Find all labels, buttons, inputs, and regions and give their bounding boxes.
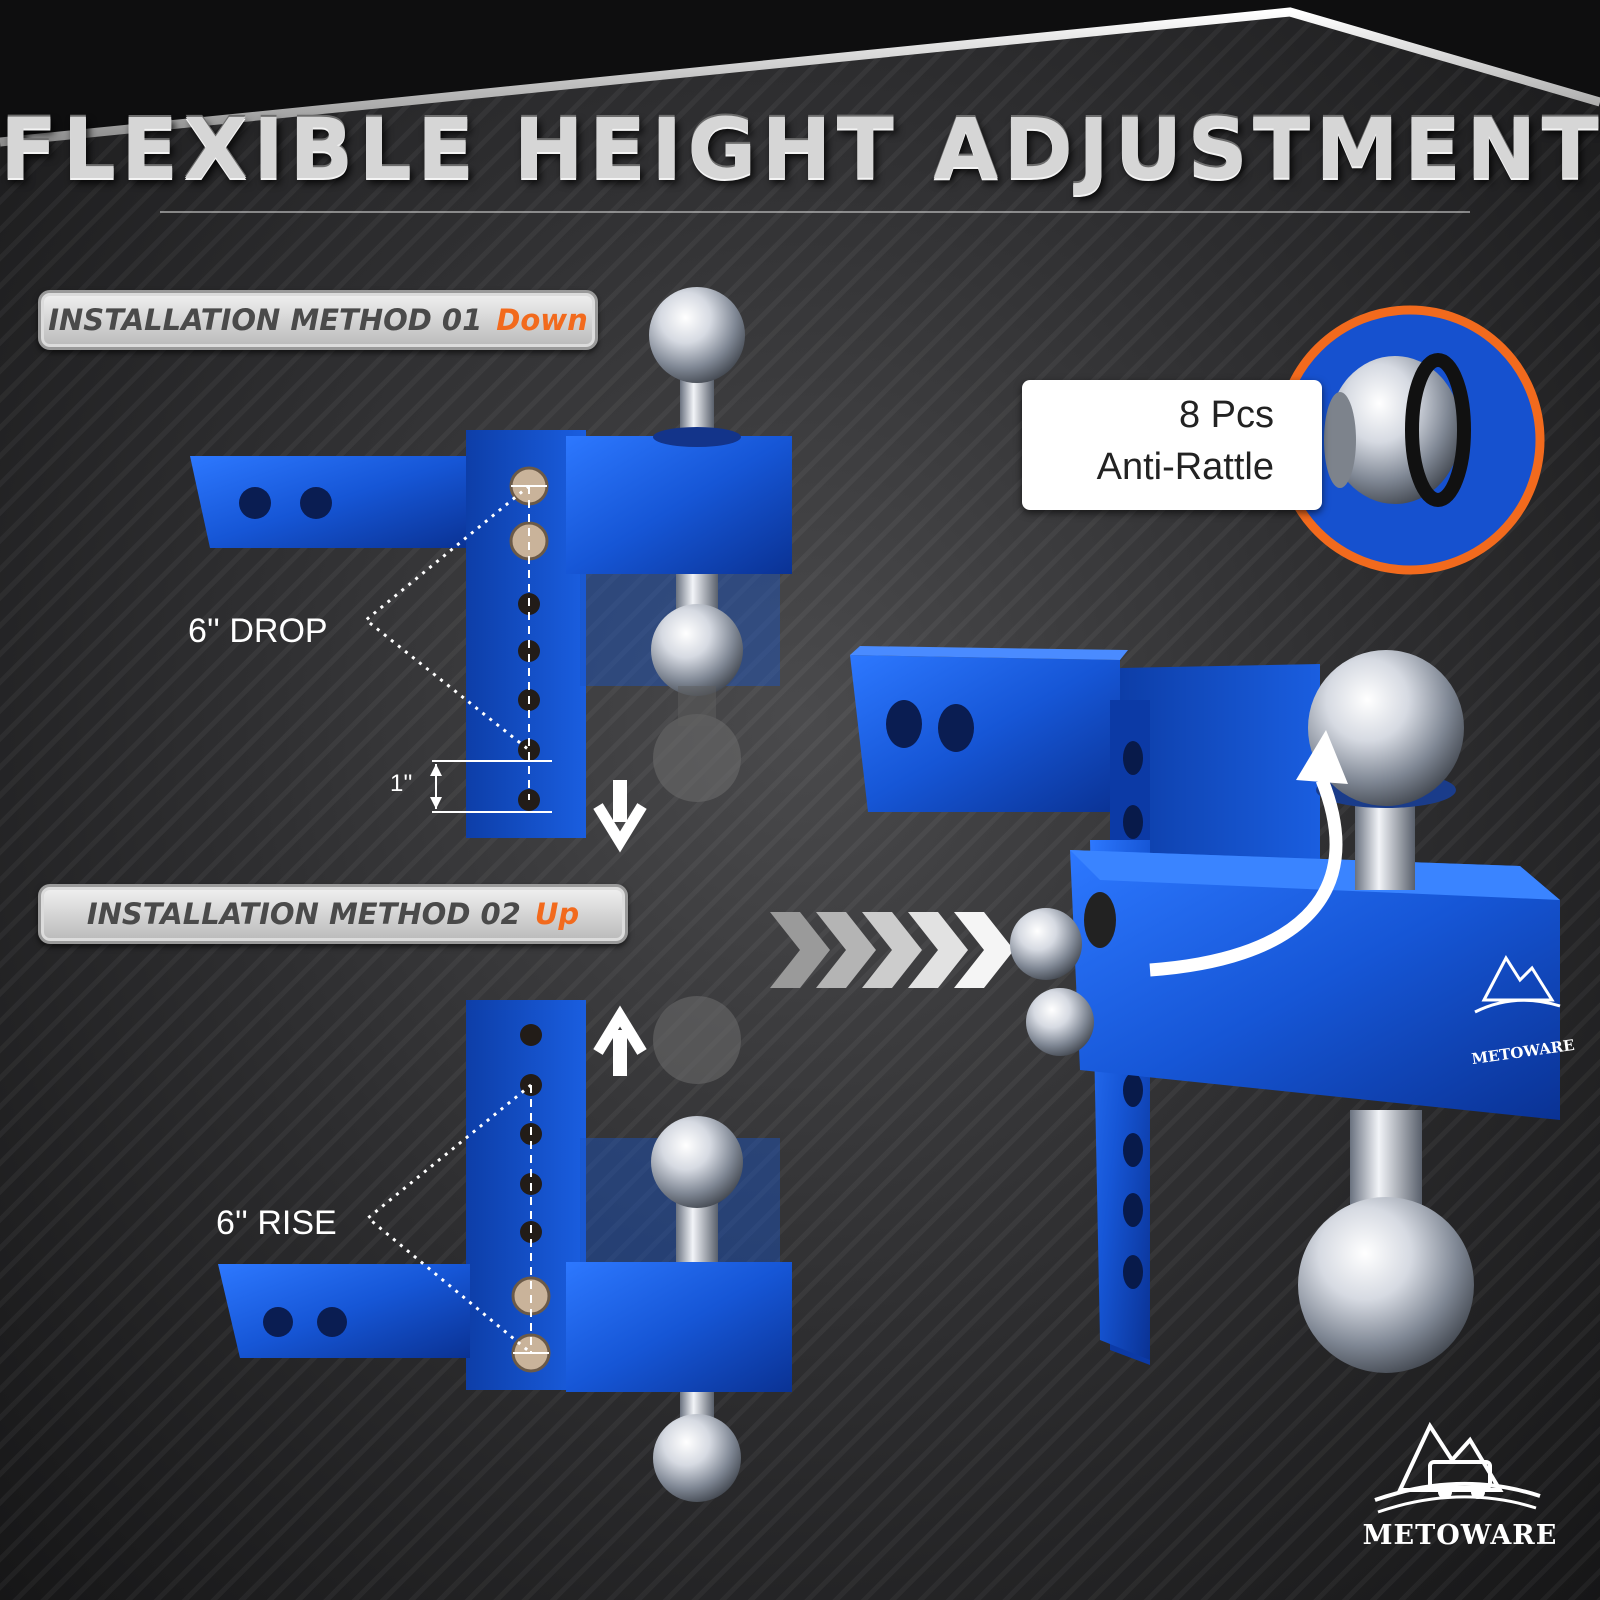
anti-rattle-callout xyxy=(1275,305,1545,575)
hitch-method-01 xyxy=(190,287,792,838)
method-01-label: INSTALLATION METHOD 01 Down xyxy=(38,290,598,350)
method-02-label: INSTALLATION METHOD 02 Up xyxy=(38,884,628,944)
method-02-text: INSTALLATION METHOD 02 xyxy=(86,897,521,931)
arrow-up-icon xyxy=(593,1005,647,1076)
rise-dimension: 6'' RISE xyxy=(216,1204,337,1242)
method-01-direction: Down xyxy=(496,303,588,337)
chevron-right-icon xyxy=(770,912,1014,988)
arrow-down-icon xyxy=(593,780,647,853)
hole-spacing-dimension: 1'' xyxy=(390,770,413,797)
top-band-edge xyxy=(0,7,1600,147)
hitch-method-02 xyxy=(218,996,792,1502)
method-01-text: INSTALLATION METHOD 01 xyxy=(48,303,483,337)
anti-rattle-text: Anti-Rattle xyxy=(1096,446,1274,488)
anti-rattle-label-box xyxy=(1022,380,1322,510)
hitch-main xyxy=(850,646,1560,1373)
curved-arrow-icon xyxy=(1149,730,1348,977)
mountain-truck-logo xyxy=(1374,1421,1541,1514)
anti-rattle-count: 8 Pcs xyxy=(1178,394,1274,436)
brand-name: METOWARE xyxy=(1362,1520,1558,1551)
body-logo-icon xyxy=(1474,955,1561,1014)
drop-dimension: 6'' DROP xyxy=(188,612,328,650)
top-band xyxy=(0,0,1600,140)
page-title: FLEXIBLE HEIGHT ADJUSTMENT xyxy=(0,100,1600,198)
method-02-direction: Up xyxy=(534,897,580,931)
